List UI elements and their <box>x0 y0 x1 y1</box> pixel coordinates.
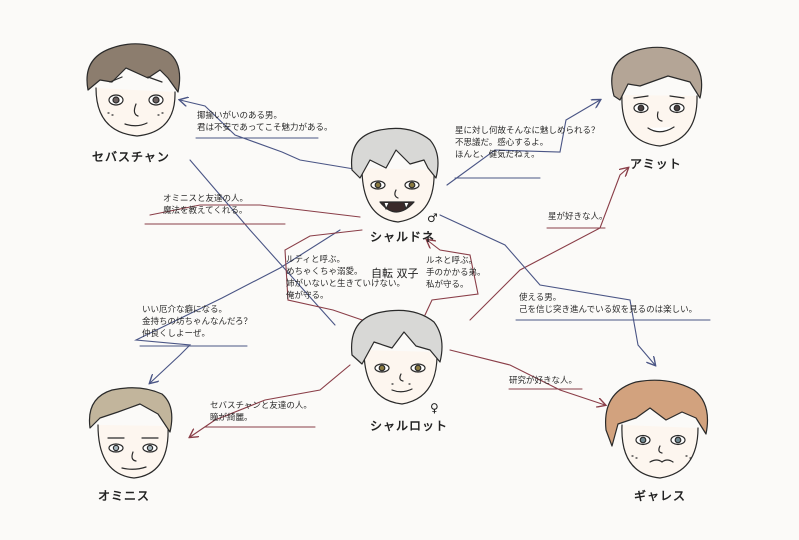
name-sebastian: セバスチャン <box>92 150 170 164</box>
note-sebastian-to-ominis: いい厄介な癖になる。 金持ちの坊ちゃんなんだろ？ 仲良くしよーぜ。 <box>142 305 252 339</box>
note-chardonnay-to-amit: 星に対し何故そんなに魅しめられる？ 不思議だ。感心するよ。 ほんと、健気だねぇ。 <box>455 126 600 160</box>
chardonnay-portrait <box>350 127 439 223</box>
line-chardonnay-to-charlotte <box>284 229 369 323</box>
note-chardonnay-to-sebastian: 揶揄いがいのある男。 君は不安であってこそ魅力がある。 <box>197 111 333 133</box>
name-charlotte: シャルロット <box>370 419 449 433</box>
line-sebastian-to-ominis <box>133 229 341 383</box>
note-garreth-to-charlotte: 研究が好きな人。 <box>509 376 578 386</box>
line-chardonnay-to-amit <box>446 100 600 186</box>
name-garreth: ギャレス <box>634 489 687 503</box>
charlotte-portrait <box>350 309 443 405</box>
note-chardonnay-to-charlotte: ルティと呼ぶ。 めちゃくちゃ溺愛。 姉がいないと生きていけない。 俺が守る。 <box>286 255 406 301</box>
note-charlotte-to-ominis: セバスチャンと友達の人。 瞳が綺麗。 <box>210 401 312 423</box>
name-chardonnay: シャルドネ <box>370 230 436 244</box>
line-ominis-to-chardonnay <box>149 204 361 218</box>
line-chardonnay-to-sebastian <box>180 100 361 171</box>
ominis-portrait <box>88 387 173 479</box>
line-garreth-to-charlotte <box>449 349 605 405</box>
sebastian-portrait <box>86 43 181 137</box>
name-amit: アミット <box>630 157 682 171</box>
amit-portrait <box>611 46 703 147</box>
line-charlotte-to-chardonnay <box>424 240 479 316</box>
note-ominis-to-chardonnay: オミニスと友達の人。 魔法を教えてくれる。 <box>163 194 249 216</box>
male-symbol: ♂ <box>427 211 438 225</box>
garreth-portrait <box>604 379 709 479</box>
line-charlotte-to-ominis <box>190 364 351 437</box>
note-chardonnay-to-garreth: 使える男。 己を信じ突き進んでいる奴を見るのは楽しい。 <box>519 293 698 315</box>
note-charlotte-to-chardonnay: ルネと呼ぶ。 手のかかる弟。 私が守る。 <box>426 256 486 290</box>
twins-label: 自転 双子 <box>371 267 419 280</box>
line-sebastian-to-charlotte <box>189 159 336 326</box>
name-ominis: オミニス <box>98 489 151 503</box>
female-symbol: ♀ <box>430 401 439 415</box>
line-chardonnay-to-garreth <box>439 214 655 365</box>
note-charlotte-to-amit: 星が好きな人。 <box>548 212 608 222</box>
